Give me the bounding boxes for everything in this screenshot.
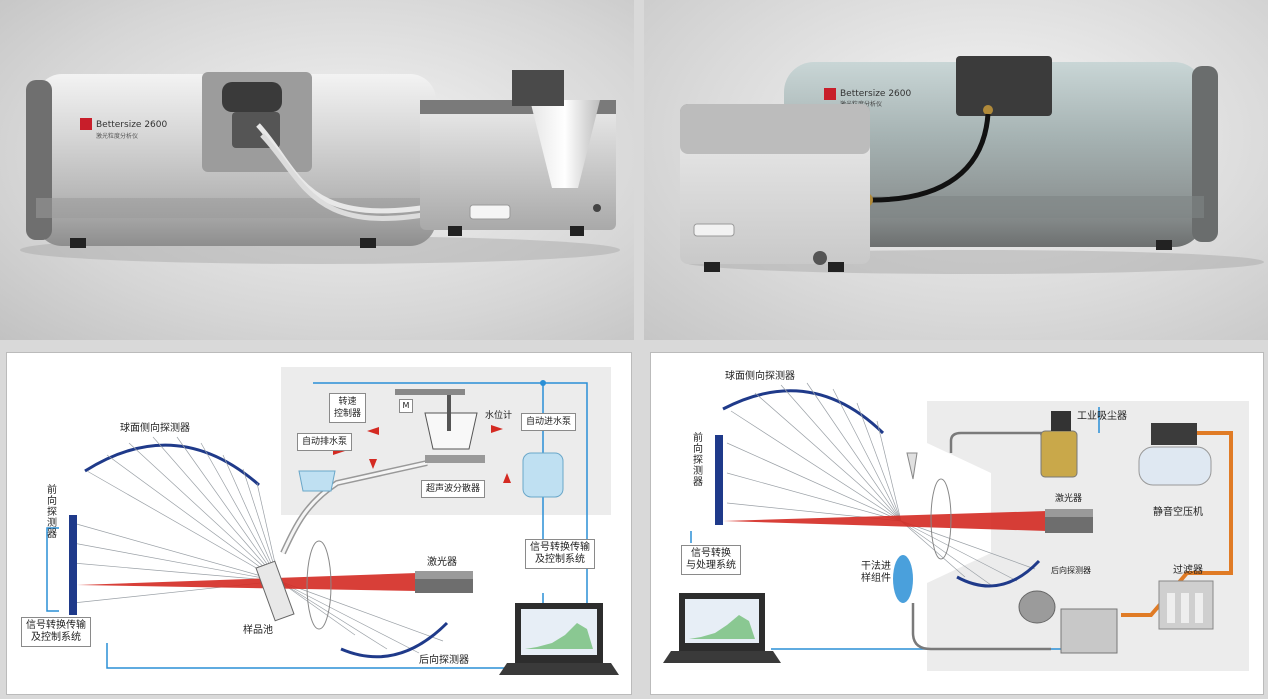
filter-label: 过滤器 (1173, 565, 1203, 576)
auto-inlet-pump-label: 自动进水泵 (521, 413, 577, 431)
dry-measurement-diagram: 球面侧向探测器 前 向 探 测 器 信号转换 与处理系统 工业吸尘器 静音空压机… (650, 352, 1264, 695)
back-detector-label: 后向探测器 (419, 655, 469, 666)
back-detector-arc (956, 559, 1041, 588)
laser-label: 激光器 (427, 557, 457, 568)
brand-subtitle: 激光粒度分析仪 (96, 132, 138, 140)
photo-wet-instrument: Bettersize 2600 激光粒度分析仪 (0, 0, 634, 340)
photo-dry-instrument: Bettersize 2600 激光粒度分析仪 (644, 0, 1268, 340)
side-detector-arc (722, 389, 885, 435)
sample-cell-label: 样品池 (243, 625, 273, 636)
back-detector-label: 后向探测器 (1051, 566, 1091, 575)
brand-name: Bettersize 2600 (840, 89, 911, 99)
signal-system-label: 信号转换 与处理系统 (681, 545, 741, 575)
dry-instrument-illustration: Bettersize 2600 激光粒度分析仪 (680, 56, 1264, 274)
wet-measurement-diagram: 球面侧向探测器 前 向 探 测 器 转速 控制器 M 水位计 自动排水泵 自动进… (6, 352, 632, 695)
ultrasonic-disperser-label: 超声波分散器 (421, 480, 486, 498)
forward-detector-label: 前 向 探 测 器 (47, 485, 57, 540)
brand-logo-icon (824, 88, 836, 100)
back-detector-arc (340, 621, 449, 659)
air-compressor (1138, 446, 1212, 486)
brand-logo-icon (80, 118, 92, 130)
vacuum-cleaner (1040, 430, 1078, 478)
side-detector-arc (84, 443, 260, 487)
signal-system-left-label: 信号转换传输 及控制系统 (21, 617, 91, 647)
forward-detector-array (715, 435, 723, 525)
auto-drain-pump-label: 自动排水泵 (297, 433, 353, 451)
wet-diagram-graphics (46, 367, 619, 675)
dry-disperser-box (1060, 608, 1118, 654)
speed-control-label: 转速 控制器 (329, 393, 367, 423)
laser-label: 激光器 (1055, 494, 1083, 504)
air-line (1121, 431, 1233, 617)
compressor-label: 静音空压机 (1153, 507, 1203, 518)
dry-feeder-funnel (893, 555, 913, 603)
sample-cell (255, 560, 295, 622)
side-detector-label: 球面侧向探测器 (725, 371, 795, 382)
laser-beam (77, 573, 417, 591)
signal-system-right-label: 信号转换传输 及控制系统 (525, 539, 595, 569)
wet-instrument-illustration: Bettersize 2600 激光粒度分析仪 (20, 70, 620, 264)
dry-diagram-graphics (663, 382, 1249, 671)
side-detector-label: 球面侧向探测器 (120, 423, 190, 434)
vacuum-label: 工业吸尘器 (1077, 411, 1127, 422)
dry-feeder-label: 干法进 样组件 (861, 561, 891, 584)
water-level-label: 水位计 (485, 411, 513, 421)
forward-detector-array (69, 515, 77, 615)
brand-name: Bettersize 2600 (96, 120, 167, 130)
forward-detector-label: 前 向 探 测 器 (693, 433, 703, 488)
laser-beam (723, 511, 1047, 531)
motor-icon: M (399, 399, 413, 413)
